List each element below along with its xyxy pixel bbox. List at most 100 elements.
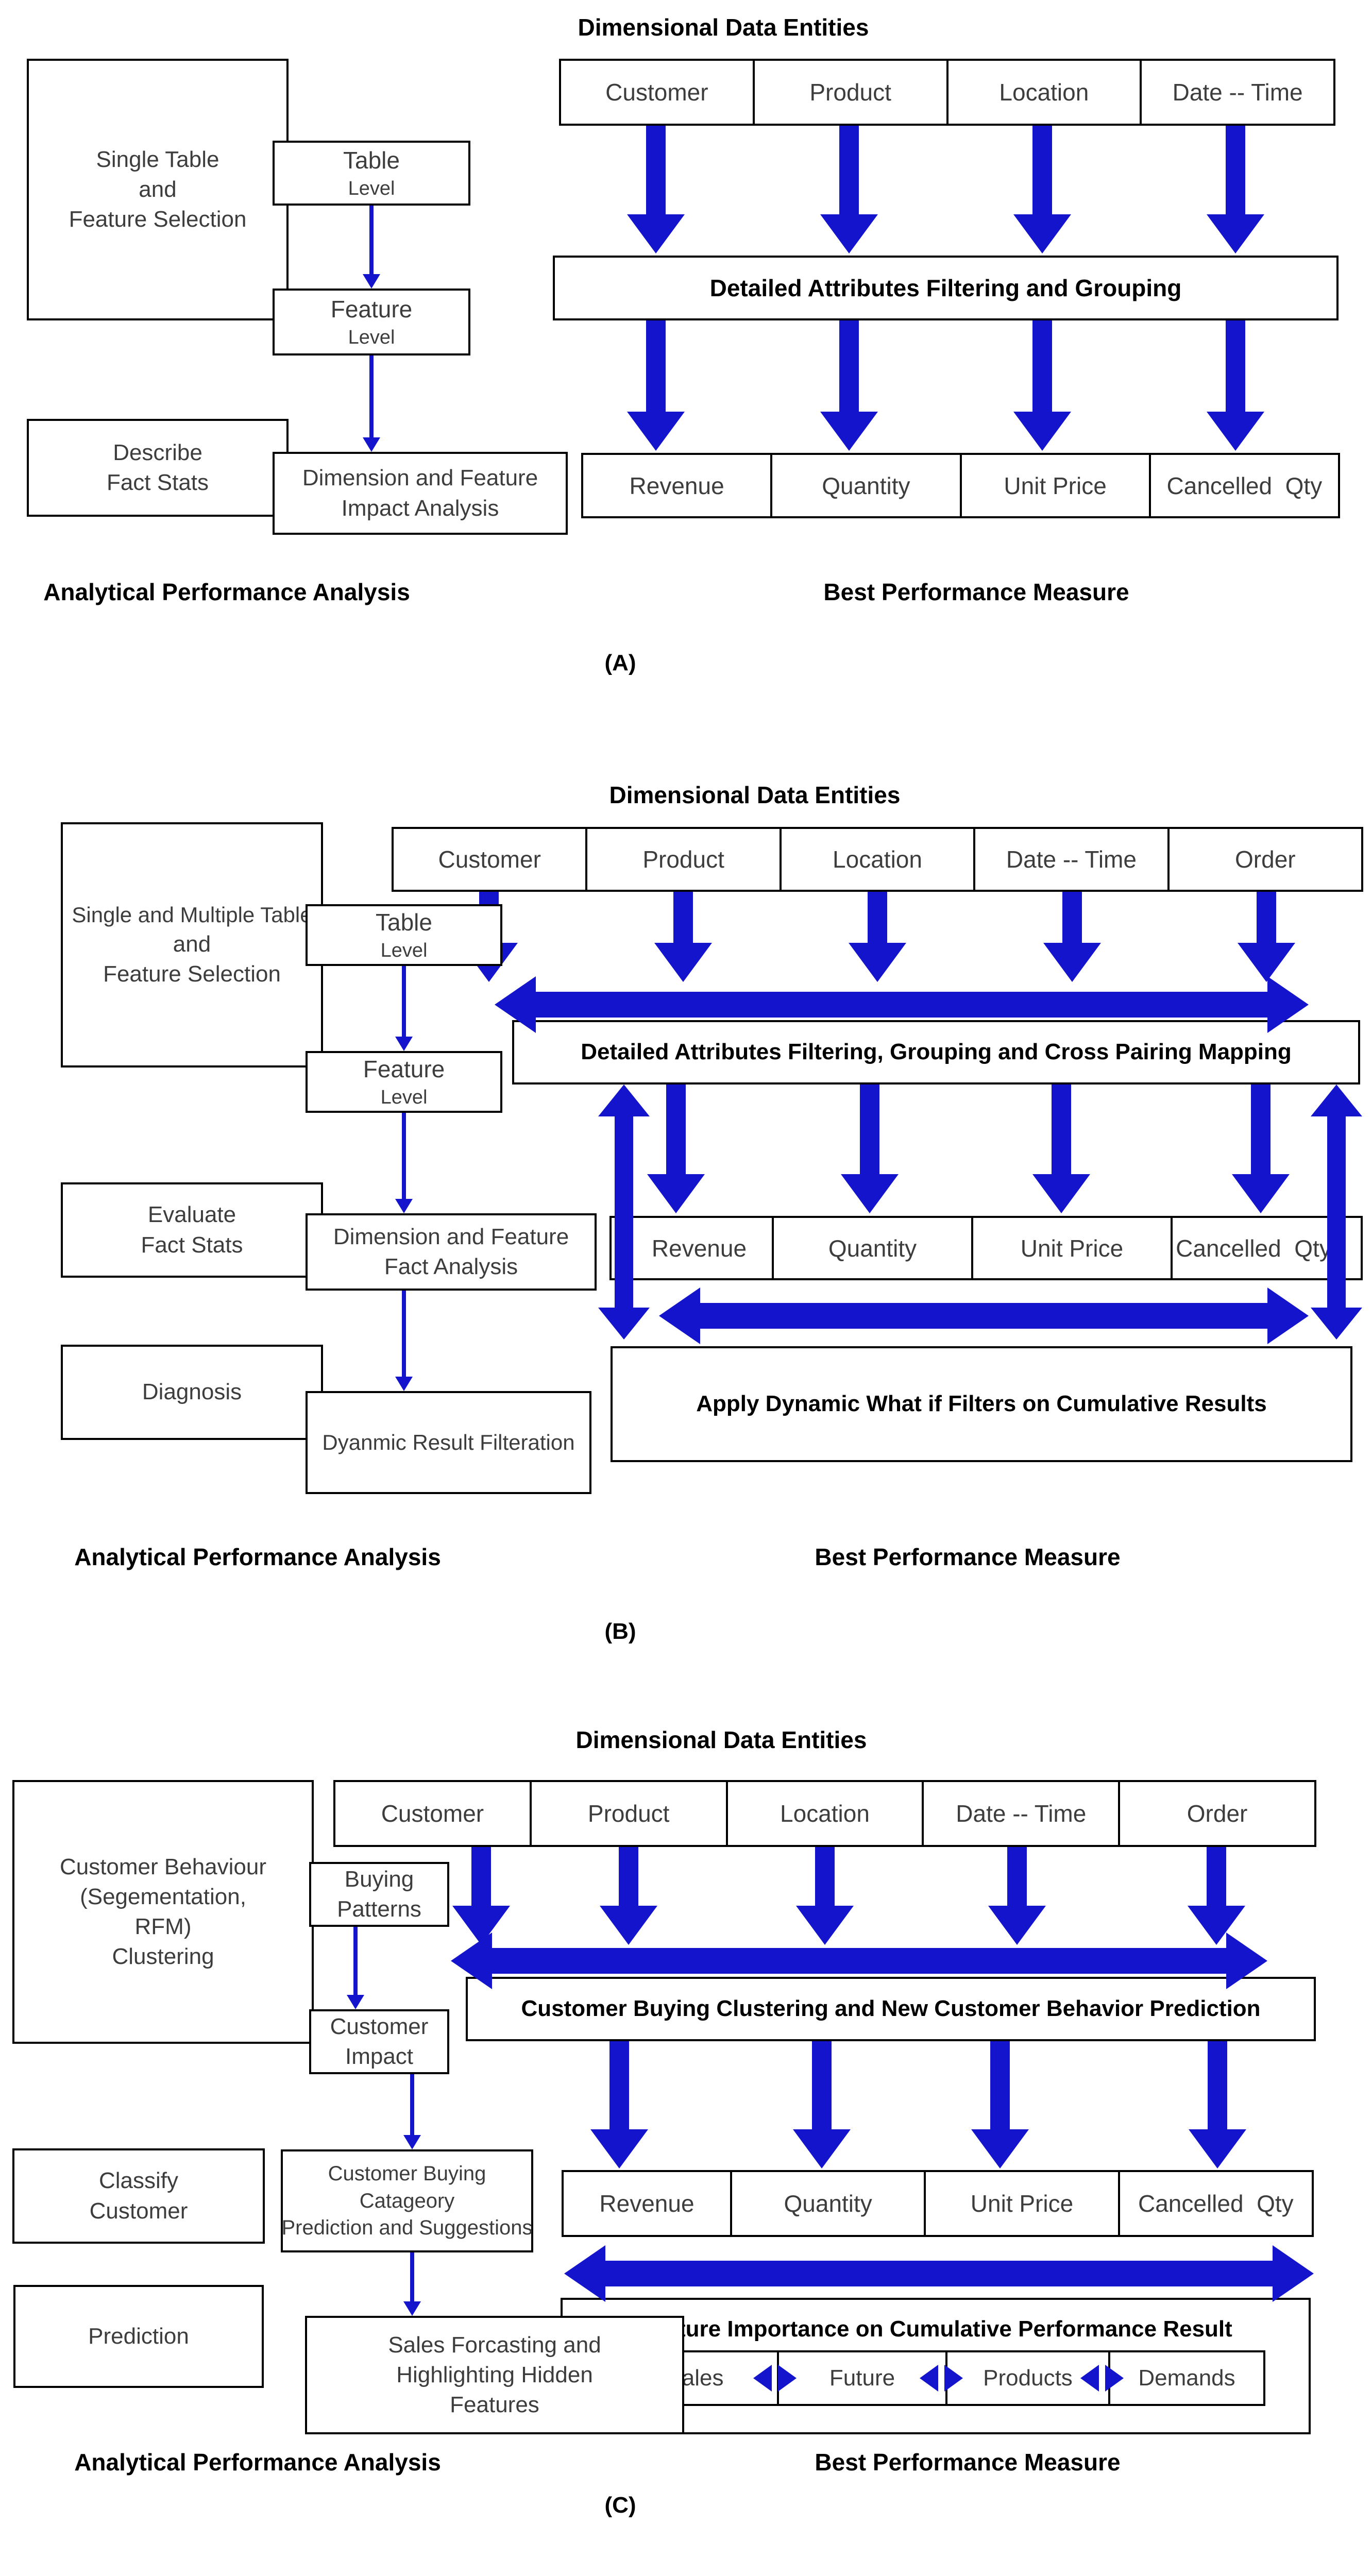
dimension-down-arrow: [1207, 126, 1264, 253]
arrow-body: [691, 1303, 1277, 1329]
section-c-title: Dimensional Data Entities: [575, 1726, 867, 1753]
arrow-shaft: [1062, 892, 1082, 945]
arrow-shaft: [860, 1084, 879, 1176]
dimension-cell-customer: Customer: [394, 829, 588, 890]
arrow-shaft: [666, 1084, 686, 1176]
dimension-down-arrow: [796, 1847, 854, 1945]
dimension-cell-product: Product: [532, 1782, 728, 1845]
subfigure-tag-c: (C): [604, 2493, 636, 2518]
arrow-head-up: [598, 1084, 650, 1116]
dimension-cell-datetime: Date -- Time: [924, 1782, 1121, 1845]
arrow-shaft: [1257, 892, 1276, 945]
arrow-head-right: [1267, 1287, 1309, 1344]
arrow-shaft: [1207, 1847, 1226, 1908]
arrow-shaft: [868, 892, 887, 945]
arrow-head-right: [944, 2365, 963, 2392]
analytical-performance-label-b: Analytical Performance Analysis: [74, 1544, 441, 1570]
section-a-title: Dimensional Data Entities: [578, 14, 869, 41]
filter-to-measure-arrow: [1013, 320, 1071, 451]
arrow-head-right: [1105, 2365, 1124, 2392]
filter-to-measure-arrow: [841, 1084, 899, 1213]
arrow-shaft: [646, 320, 666, 414]
cluster-to-measure-arrow: [971, 2041, 1029, 2168]
feature-to-impact-arrow-a: [363, 355, 380, 452]
customer-behaviour-clustering-box: Customer Behaviour (Segementation, RFM) …: [12, 1780, 314, 2044]
dimension-cell-customer: Customer: [335, 1782, 532, 1845]
dimension-down-arrow: [600, 1847, 657, 1945]
arrow-head: [841, 1174, 899, 1213]
arrow-body: [615, 1114, 633, 1310]
measure-cell-cancelledqty: Cancelled Qty: [1138, 2190, 1294, 2217]
dimension-down-arrow: [820, 126, 878, 253]
table-level-box-a: Table Level: [273, 141, 470, 206]
dimension-down-arrow: [627, 126, 685, 253]
multiple-table-selection-box: Single and Multiple Table and Feature Se…: [61, 822, 323, 1067]
dimension-cell-product: Product: [587, 829, 782, 890]
measure-cell-unitprice: Unit Price: [926, 2172, 1120, 2235]
arrow-head: [363, 437, 380, 452]
arrow-head: [988, 1906, 1046, 1945]
dimension-down-arrow: [1238, 892, 1295, 982]
arrow-head: [1043, 943, 1101, 982]
arrow-shaft: [353, 1927, 358, 1997]
arrow-head: [363, 274, 380, 289]
section-b-title: Dimensional Data Entities: [609, 782, 901, 808]
arrow-shaft: [1007, 1847, 1027, 1908]
arrow-body: [527, 992, 1277, 1018]
arrow-body: [483, 1948, 1235, 1974]
feature-level-box-b: Feature Level: [306, 1051, 502, 1113]
arrow-shaft: [815, 1847, 835, 1908]
arrow-head: [1207, 412, 1264, 451]
dimension-cell-datetime: Date -- Time: [975, 829, 1170, 890]
customer-buying-clustering-box: Customer Buying Clustering and New Custo…: [466, 1977, 1316, 2041]
arrow-head: [1013, 214, 1071, 253]
arrow-head: [627, 412, 685, 451]
swap-arrow-icon: [753, 2365, 797, 2392]
dimension-down-arrow: [1188, 1847, 1245, 1945]
arrow-head-left: [564, 2245, 605, 2302]
arrow-head-right: [1267, 976, 1309, 1033]
measure-cell-revenue: Revenue: [626, 1218, 774, 1278]
arrow-head-right: [778, 2365, 797, 2392]
arrow-head-left: [920, 2365, 938, 2392]
measure-cell-quantity: Quantity: [774, 1218, 973, 1278]
dimension-down-arrow: [1013, 126, 1071, 253]
arrow-shaft: [410, 2074, 414, 2137]
arrow-head: [395, 1199, 413, 1213]
arrow-head: [1189, 2129, 1246, 2168]
best-performance-label-b: Best Performance Measure: [815, 1544, 1121, 1570]
cross-pairing-horizontal-arrow: [495, 976, 1309, 1033]
arrow-head-left: [1080, 2365, 1099, 2392]
clustering-horizontal-arrow: [451, 1933, 1267, 1989]
arrow-shaft: [1226, 126, 1245, 216]
feature-to-fact-arrow-b: [395, 1113, 413, 1213]
measure-cell-cancelledqty: Cancelled Qty: [1176, 1234, 1331, 1262]
arrow-head-left: [659, 1287, 700, 1344]
arrow-head: [971, 2129, 1029, 2168]
dimension-down-arrow: [849, 892, 906, 982]
arrow-head: [793, 2129, 851, 2168]
box-line: Single Table: [96, 146, 219, 172]
feature-level-box-a: Feature Level: [273, 289, 470, 355]
arrow-shaft: [1208, 2041, 1227, 2131]
fact-to-dynamic-arrow-b: [395, 1291, 413, 1391]
dimension-cell-order: Order: [1187, 1800, 1248, 1827]
measure-cell-quantity: Quantity: [772, 455, 962, 516]
arrow-head: [627, 214, 685, 253]
filter-to-measure-arrow: [1032, 1084, 1090, 1213]
arrow-shaft: [839, 320, 859, 414]
dimension-down-arrow: [1043, 892, 1101, 982]
buying-patterns-box: Buying Patterns: [309, 1862, 449, 1927]
arrow-shaft: [1032, 126, 1052, 216]
box-line: Feature Selection: [69, 207, 247, 232]
arrow-head: [347, 1995, 364, 2009]
arrow-shaft: [402, 966, 406, 1039]
arrow-shaft: [609, 2041, 629, 2131]
arrow-body: [1327, 1114, 1346, 1310]
arrow-shaft: [1032, 320, 1052, 414]
arrow-shaft: [990, 2041, 1010, 2131]
fi-cell-demands: Demands: [1138, 2365, 1235, 2391]
apply-dynamic-filters-box: Apply Dynamic What if Filters on Cumulat…: [611, 1346, 1352, 1462]
measure-cell-quantity: Quantity: [732, 2172, 926, 2235]
